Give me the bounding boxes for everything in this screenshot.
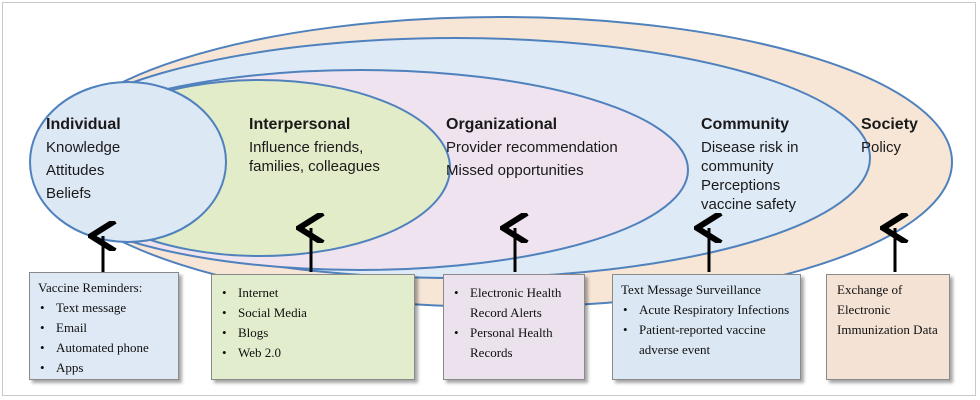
box-internet: Internet Social Media Blogs Web 2.0 xyxy=(211,274,415,380)
level-interpersonal-line: families, colleagues xyxy=(249,158,380,175)
box-list-item: Web 2.0 xyxy=(220,343,406,363)
level-society-line: Policy xyxy=(861,139,902,156)
box-list-item: Blogs xyxy=(220,323,406,343)
level-community-title: Community xyxy=(701,116,789,133)
box-list-item: Automated phone xyxy=(38,338,170,358)
level-individual-title: Individual xyxy=(46,116,121,133)
box-exchange-text: Exchange of Electronic Immunization Data xyxy=(837,282,938,337)
level-community-line: vaccine safety xyxy=(701,196,797,213)
box-list-item: Personal Health Records xyxy=(452,323,576,363)
level-community-line: community xyxy=(701,158,774,175)
box-list-item: Acute Respiratory Infections xyxy=(621,300,792,320)
box-vaccine-reminders-heading: Vaccine Reminders: xyxy=(38,280,143,295)
level-individual: Individual Knowledge Attitudes Beliefs xyxy=(46,116,121,203)
level-organizational-line: Missed opportunities xyxy=(446,162,584,179)
figure-frame xyxy=(2,2,976,396)
box-list-item: Patient-reported vaccine adverse event xyxy=(621,320,792,360)
level-organizational-line: Provider recommendation xyxy=(446,139,618,156)
level-organizational: Organizational Provider recommendation M… xyxy=(446,116,618,180)
box-vaccine-reminders: Vaccine Reminders: Text message Email Au… xyxy=(29,272,179,380)
box-list-item: Electronic Health Record Alerts xyxy=(452,283,576,323)
level-community-line: Disease risk in xyxy=(701,139,799,156)
box-list-item: Internet xyxy=(220,283,406,303)
level-interpersonal-line: Influence friends, xyxy=(249,139,364,156)
box-surveillance-heading: Text Message Surveillance xyxy=(621,282,761,297)
level-organizational-title: Organizational xyxy=(446,116,558,133)
level-interpersonal: Interpersonal Influence friends, familie… xyxy=(249,116,380,176)
box-list-item: Social Media xyxy=(220,303,406,323)
box-surveillance: Text Message Surveillance Acute Respirat… xyxy=(612,274,801,380)
box-list-item: Text message xyxy=(38,298,170,318)
box-list-item: Email xyxy=(38,318,170,338)
level-community: Community Disease risk in community Perc… xyxy=(701,116,799,214)
level-society: Society Policy xyxy=(861,116,918,157)
box-ehr: Electronic Health Record Alerts Personal… xyxy=(443,274,585,380)
box-list-item: Apps xyxy=(38,358,170,378)
level-individual-line: Beliefs xyxy=(46,185,92,202)
level-individual-line: Knowledge xyxy=(46,139,121,156)
level-interpersonal-title: Interpersonal xyxy=(249,116,351,133)
level-community-line: Perceptions xyxy=(701,177,781,194)
level-individual-line: Attitudes xyxy=(46,162,105,179)
individual-ellipse xyxy=(29,81,227,243)
level-society-title: Society xyxy=(861,116,918,133)
box-exchange: Exchange of Electronic Immunization Data xyxy=(826,274,950,380)
